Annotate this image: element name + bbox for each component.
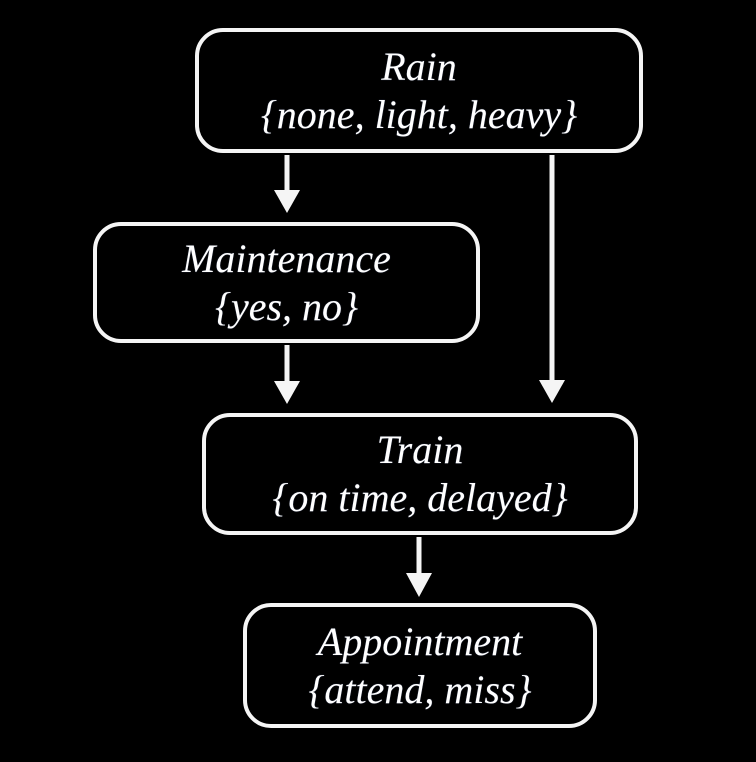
edge-rain-to-maintenance-arrowhead xyxy=(274,190,300,213)
edge-maintenance-to-train xyxy=(274,345,300,404)
node-rain-domain: {none, light, heavy} xyxy=(260,91,578,137)
node-train-label: Train xyxy=(376,427,464,472)
node-maintenance-label: Maintenance xyxy=(182,235,391,281)
edge-maintenance-to-train-arrowhead xyxy=(274,381,300,404)
edge-rain-to-train-arrowhead xyxy=(539,380,565,403)
edge-rain-to-maintenance xyxy=(274,155,300,213)
node-appointment: Appointment {attend, miss} xyxy=(243,603,597,728)
edge-train-to-appointment xyxy=(406,537,432,597)
node-train-domain: {on time, delayed} xyxy=(272,475,568,520)
node-rain: Rain {none, light, heavy} xyxy=(195,28,643,153)
node-appointment-domain: {attend, miss} xyxy=(308,666,532,712)
node-maintenance-domain: {yes, no} xyxy=(214,283,359,329)
edge-train-to-appointment-arrowhead xyxy=(406,573,432,597)
node-maintenance: Maintenance {yes, no} xyxy=(93,222,480,343)
node-rain-label: Rain xyxy=(381,43,457,89)
node-train: Train {on time, delayed} xyxy=(202,413,638,535)
node-appointment-label: Appointment xyxy=(317,618,523,664)
edge-rain-to-train xyxy=(539,155,565,403)
